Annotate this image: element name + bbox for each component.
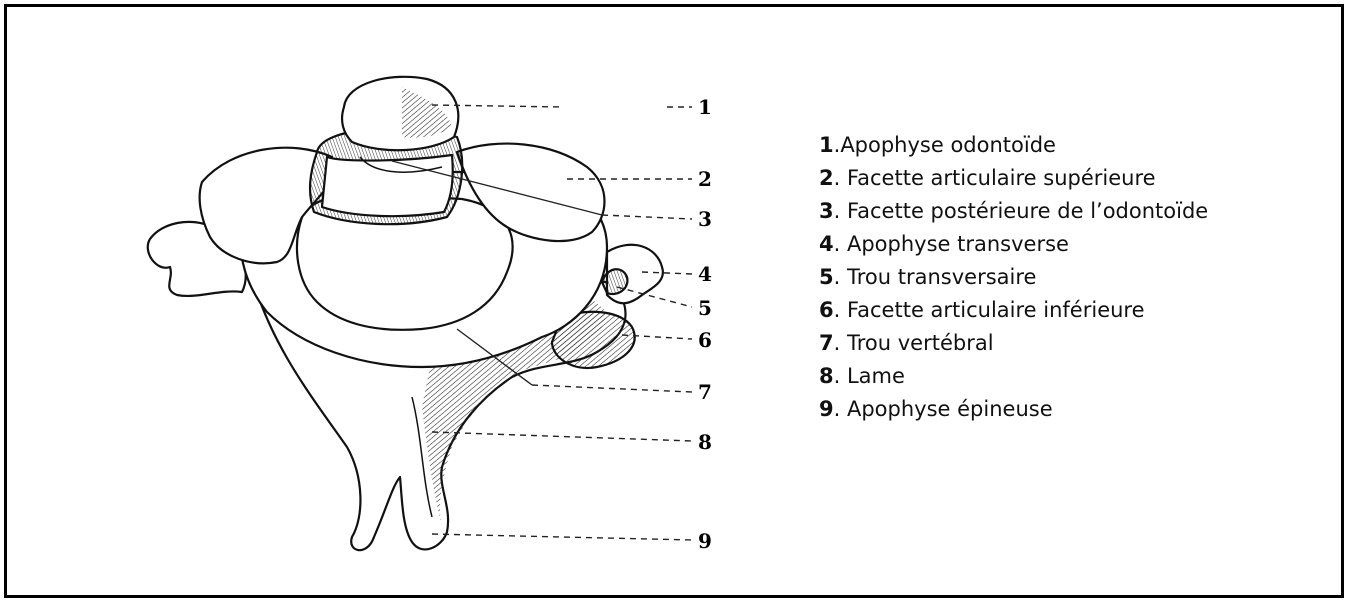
legend-separator: . — [834, 265, 847, 289]
axis-vertebra-illustration: 1 2 3 4 5 6 7 8 9 — [102, 67, 742, 587]
legend-text: Facette articulaire supérieure — [847, 166, 1156, 190]
legend-separator: . — [834, 199, 847, 223]
legend-item: 9. Apophyse épineuse — [819, 393, 1208, 426]
figure-label-3: 3 — [698, 207, 712, 231]
legend-list: 1.Apophyse odontoïde 2. Facette articula… — [819, 129, 1208, 426]
legend-item: 8. Lame — [819, 360, 1208, 393]
legend-number: 3 — [819, 199, 834, 223]
transverse-foramen — [602, 269, 627, 294]
figure-label-7: 7 — [698, 380, 712, 404]
legend-number: 8 — [819, 364, 834, 388]
legend-text: Facette articulaire inférieure — [847, 298, 1145, 322]
legend-separator: . — [834, 232, 847, 256]
legend-number: 7 — [819, 331, 834, 355]
legend-item: 1.Apophyse odontoïde — [819, 129, 1208, 162]
figure-label-8: 8 — [698, 430, 712, 454]
legend-text: Trou transversaire — [847, 265, 1036, 289]
figure-label-1: 1 — [698, 95, 712, 119]
legend-text: Apophyse transverse — [847, 232, 1069, 256]
legend-separator: . — [834, 331, 847, 355]
legend-item: 3. Facette postérieure de l’odontoïde — [819, 195, 1208, 228]
legend-item: 6. Facette articulaire inférieure — [819, 294, 1208, 327]
legend-text: Trou vertébral — [847, 331, 994, 355]
legend-text: Apophyse odontoïde — [840, 133, 1056, 157]
figure-labels: 1 2 3 4 5 6 7 8 9 — [698, 95, 712, 553]
legend-number: 9 — [819, 397, 834, 421]
legend-text: Apophyse épineuse — [847, 397, 1053, 421]
legend-number: 6 — [819, 298, 834, 322]
legend-item: 5. Trou transversaire — [819, 261, 1208, 294]
vertebra-drawing — [148, 77, 663, 550]
legend-number: 1 — [819, 133, 834, 157]
legend-separator: . — [834, 298, 847, 322]
figure-frame: 1 2 3 4 5 6 7 8 9 1.Apophyse odontoïde 2… — [4, 4, 1344, 598]
figure-label-2: 2 — [698, 167, 712, 191]
figure-label-6: 6 — [698, 328, 712, 352]
legend-item: 4. Apophyse transverse — [819, 228, 1208, 261]
legend-number: 5 — [819, 265, 834, 289]
legend-separator: . — [834, 364, 847, 388]
legend-item: 7. Trou vertébral — [819, 327, 1208, 360]
figure-label-4: 4 — [698, 262, 712, 286]
figure-label-5: 5 — [698, 296, 712, 320]
legend-text: Lame — [847, 364, 905, 388]
legend-text: Facette postérieure de l’odontoïde — [847, 199, 1208, 223]
legend-number: 2 — [819, 166, 834, 190]
legend-separator: . — [834, 166, 847, 190]
legend-item: 2. Facette articulaire supérieure — [819, 162, 1208, 195]
legend-number: 4 — [819, 232, 834, 256]
figure-label-9: 9 — [698, 529, 712, 553]
legend-separator: . — [834, 397, 847, 421]
